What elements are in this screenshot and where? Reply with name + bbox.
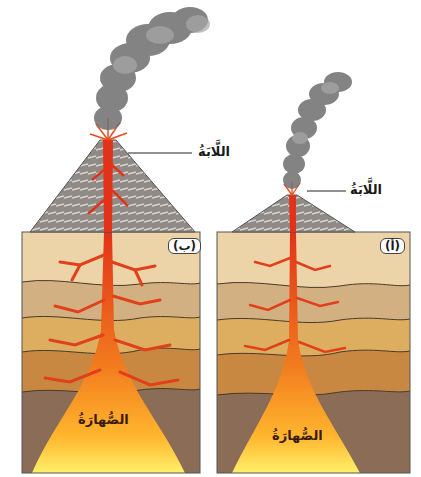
panel-letter: (أ)	[380, 238, 405, 254]
magma-label: الصُّهارَةُ	[272, 428, 323, 444]
lava-label: اللَّابَةُ	[198, 144, 230, 160]
panel-letter: (ب)	[168, 238, 201, 254]
lava-label: اللَّابَةُ	[350, 182, 382, 198]
magma-label: الصُّهارَةُ	[78, 412, 129, 428]
